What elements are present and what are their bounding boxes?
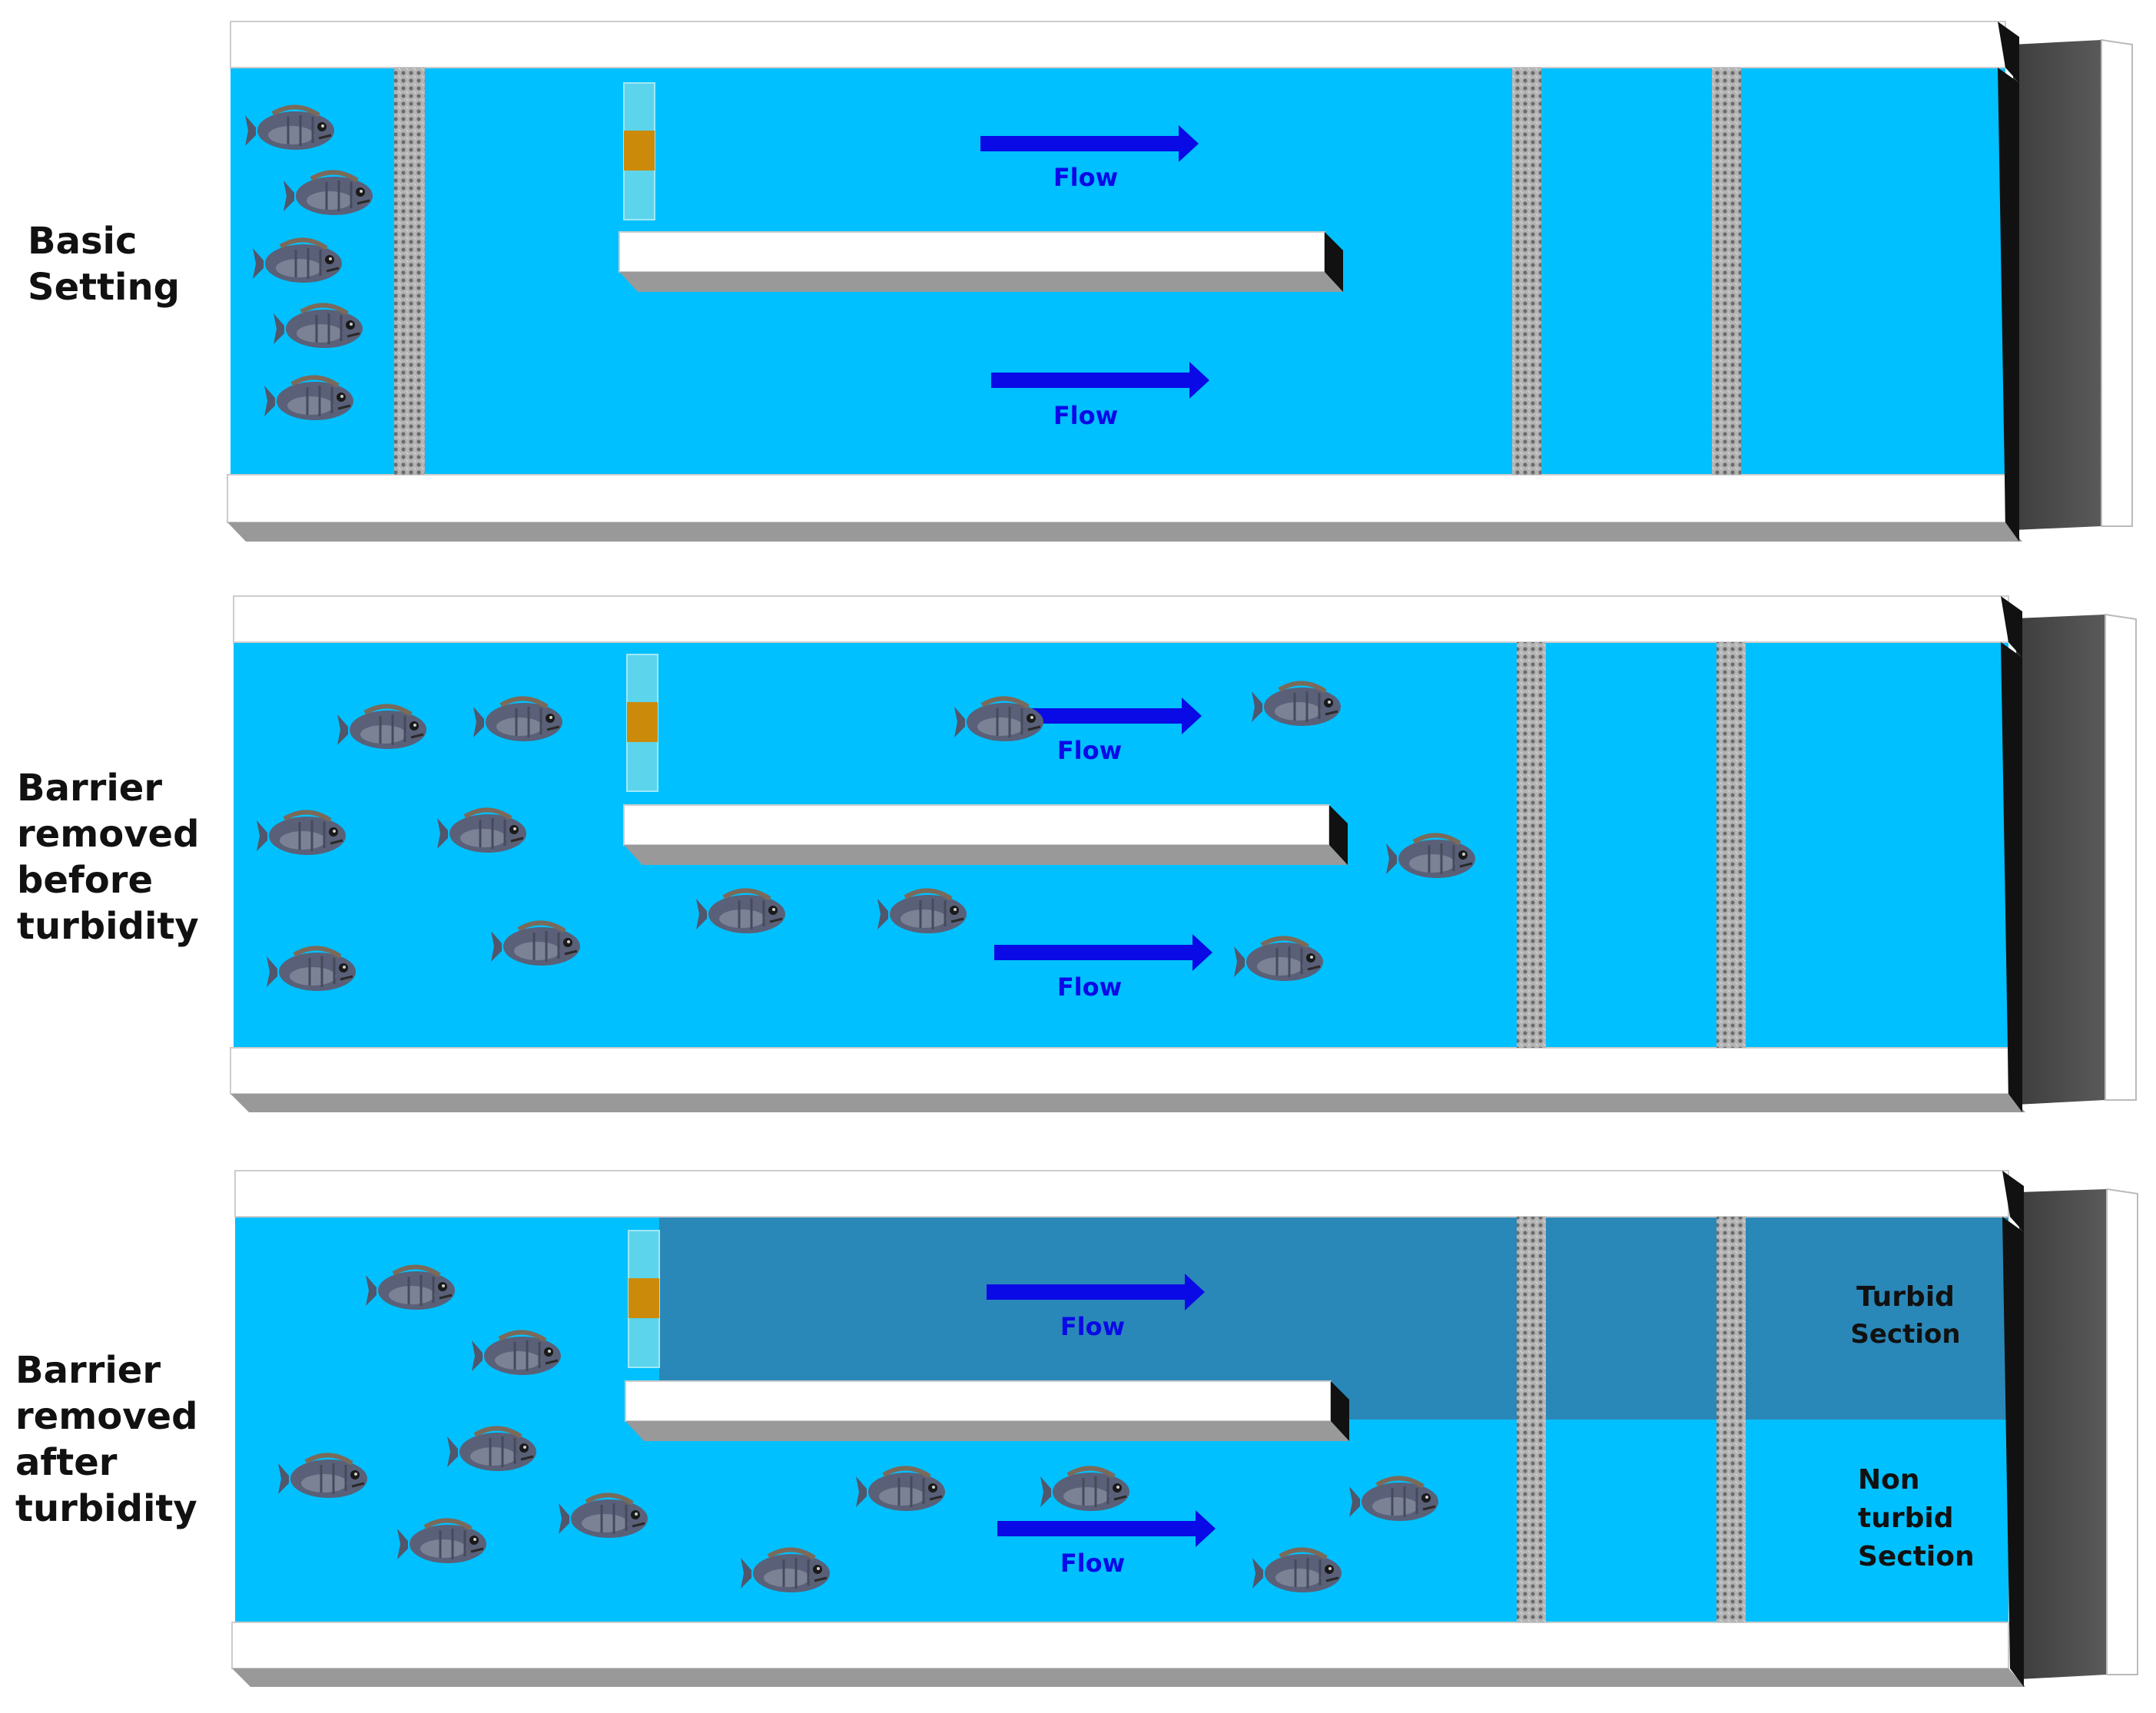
mesh-barrier-right-1 [1517,1217,1546,1622]
mesh-barrier-left [394,68,425,475]
center-divider [619,231,1343,292]
wall-end-dark [2001,642,2022,1112]
top-wall [233,595,2009,643]
center-divider [623,804,1348,865]
tank-end-cap [2016,615,2105,1105]
panel-basic-setting: Flow Flow [227,21,2133,542]
nonturbid-section-label-line1: Non [1858,1464,1920,1496]
nonturbid-section-label-line3: Section [1858,1541,1975,1572]
turbid-section-label-line1: Turbid [1856,1281,1955,1313]
mesh-barrier-right-2 [1717,1217,1746,1622]
panel-before-turbidity: Flow Flow [230,595,2137,1112]
turbid-section-label-line2: Section [1850,1319,1960,1350]
tank-end-cap [2013,40,2101,530]
row-label-before-turbidity: Barrier removed before turbidity [17,765,199,949]
flow-arrow-icon [994,934,1212,971]
row-label-line: Basic [28,220,138,263]
bottom-wall [230,1047,2009,1095]
mesh-barrier-right-1 [1512,68,1541,475]
flow-label: Flow [1053,401,1118,430]
row-label-line: removed [15,1395,198,1438]
flow-label: Flow [1053,163,1118,192]
flow-arrow-icon [991,362,1209,399]
top-wall-end [2002,1171,2024,1232]
row-label-line: Barrier [15,1349,161,1392]
wall-end-dark [1998,68,2019,542]
wall-end-dark [2002,1217,2024,1687]
tank-end-face [2106,1188,2138,1675]
panel-after-turbidity: Flow Flow Turbid Section Non turbid Sect… [231,1170,2138,1687]
bottom-wall [231,1622,2009,1669]
bottom-wall-side [231,1094,2025,1112]
gate-icon [628,1230,660,1368]
bottom-wall-side [227,522,2022,542]
row-label-line: after [15,1441,118,1484]
nonturbid-section-label-line2: turbid [1858,1503,1953,1534]
tank-end-face [2105,613,2137,1101]
flow-arrow-icon [997,1510,1216,1547]
center-divider [625,1380,1349,1441]
row-label-basic-setting: Basic Setting [28,218,180,310]
tank-end-face [2101,38,2133,527]
flow-label: Flow [1057,736,1122,765]
top-wall [234,1170,2009,1218]
tank-end-cap [2019,1189,2107,1679]
mesh-barrier-right-2 [1717,642,1746,1048]
row-label-line: turbidity [15,1487,197,1530]
row-label-line: removed [17,813,200,856]
mesh-barrier-right-2 [1712,68,1741,475]
row-label-line: Setting [28,266,180,309]
flow-label: Flow [1057,972,1122,1002]
row-label-line: Barrier [17,767,162,810]
top-wall [230,21,2006,68]
flow-arrow-icon [987,1274,1205,1310]
flow-arrow-icon [980,125,1199,162]
row-label-line: turbidity [17,905,199,948]
flow-label: Flow [1060,1549,1125,1578]
bottom-wall [227,474,2006,523]
mesh-barrier-right-1 [1517,642,1546,1048]
gate-icon [623,82,655,220]
flow-label: Flow [1060,1312,1125,1341]
row-label-after-turbidity: Barrier removed after turbidity [15,1347,197,1532]
row-label-line: before [17,859,153,902]
gate-icon [626,654,658,792]
bottom-wall-side [232,1668,2025,1687]
top-wall-end [2001,596,2022,658]
top-wall-end [1998,22,2019,83]
